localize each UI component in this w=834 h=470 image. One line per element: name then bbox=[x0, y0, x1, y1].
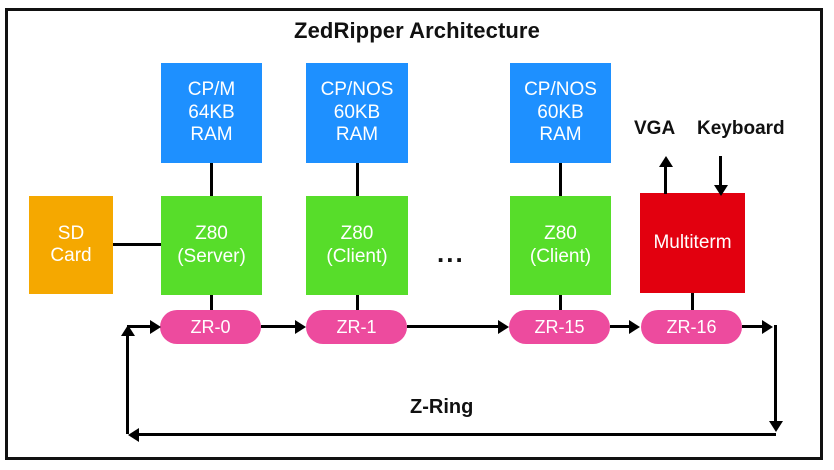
ring-arrow-zr16-out-shaft bbox=[742, 325, 765, 328]
ring-node-zr-0-label: ZR-0 bbox=[190, 316, 231, 337]
memory-node-2: CP/NOS 60KB RAM bbox=[510, 63, 611, 163]
ring-arrow-in-zr0-shaft bbox=[127, 325, 152, 328]
connector-cpu-ring-2 bbox=[559, 295, 562, 316]
multiterm-label: Multiterm bbox=[653, 231, 732, 253]
diagram-title: ZedRipper Architecture bbox=[294, 18, 540, 43]
cpu-node-2-role: (Client) bbox=[529, 245, 592, 267]
cpu-node-2: Z80 (Client) bbox=[510, 196, 611, 295]
memory-node-2-size: 60KB bbox=[537, 101, 584, 123]
ring-return-left-head-icon bbox=[121, 325, 135, 336]
vga-arrow-shaft bbox=[664, 164, 667, 194]
memory-node-0-os: CP/M bbox=[187, 79, 236, 101]
ring-return-right-shaft bbox=[774, 325, 777, 427]
ring-arrow-zr0-zr1-shaft bbox=[261, 325, 295, 328]
ring-return-bottom-shaft bbox=[137, 433, 776, 436]
memory-node-0: CP/M 64KB RAM bbox=[161, 63, 262, 163]
ring-arrow-zr1-zr15-shaft bbox=[407, 325, 498, 328]
ring-node-zr-15-label: ZR-15 bbox=[534, 316, 585, 337]
sd-card-line-2: Card bbox=[50, 245, 92, 266]
connector-cpu-ring-0 bbox=[210, 295, 213, 316]
ring-node-zr-16: ZR-16 bbox=[641, 310, 742, 344]
ring-return-bottom-head-icon bbox=[128, 428, 139, 442]
memory-node-0-size: 64KB bbox=[188, 101, 235, 123]
ring-node-zr-16-label: ZR-16 bbox=[666, 316, 717, 337]
ring-return-left-shaft bbox=[126, 334, 129, 434]
vga-label: VGA bbox=[634, 118, 676, 139]
ring-arrow-zr0-zr1-head-icon bbox=[295, 320, 306, 334]
memory-node-2-os: CP/NOS bbox=[524, 79, 597, 101]
ring-arrow-in-zr0-head-icon bbox=[150, 320, 161, 334]
ring-arrow-zr1-zr15-head-icon bbox=[498, 320, 509, 334]
cpu-node-1: Z80 (Client) bbox=[306, 196, 408, 295]
keyboard-arrow-shaft bbox=[719, 156, 722, 186]
ring-node-zr-0: ZR-0 bbox=[160, 310, 261, 344]
keyboard-arrow-head-icon bbox=[714, 185, 728, 196]
ring-node-zr-1: ZR-1 bbox=[306, 310, 407, 344]
connector-memory-cpu-2 bbox=[559, 163, 562, 196]
memory-node-1-kind: RAM bbox=[335, 124, 379, 146]
cpu-nodes-ellipsis: ... bbox=[437, 238, 465, 268]
keyboard-label: Keyboard bbox=[697, 118, 785, 139]
ring-arrow-zr15-zr16-shaft bbox=[610, 325, 630, 328]
cpu-node-0: Z80 (Server) bbox=[161, 196, 262, 295]
vga-arrow-head-icon bbox=[659, 156, 673, 167]
diagram-frame bbox=[5, 8, 823, 460]
ring-return-right-head-icon bbox=[769, 421, 783, 432]
connector-cpu-ring-1 bbox=[356, 295, 359, 316]
cpu-node-1-cpu: Z80 bbox=[340, 223, 374, 245]
cpu-node-2-cpu: Z80 bbox=[544, 223, 577, 245]
ring-arrow-zr15-zr16-head-icon bbox=[629, 320, 640, 334]
memory-node-2-kind: RAM bbox=[539, 124, 582, 146]
ring-node-zr-1-label: ZR-1 bbox=[336, 316, 377, 337]
cpu-node-1-role: (Client) bbox=[326, 245, 388, 267]
cpu-node-0-cpu: Z80 bbox=[195, 223, 228, 245]
memory-node-1: CP/NOS 60KB RAM bbox=[306, 63, 408, 163]
connector-memory-cpu-0 bbox=[210, 163, 213, 196]
sd-card-line-1: SD bbox=[57, 222, 85, 244]
ring-node-zr-15: ZR-15 bbox=[509, 310, 610, 344]
connector-memory-cpu-1 bbox=[356, 163, 359, 196]
connector-sdcard-cpu bbox=[113, 243, 161, 246]
memory-node-1-size: 60KB bbox=[333, 101, 381, 123]
memory-node-1-os: CP/NOS bbox=[320, 79, 394, 101]
memory-node-0-kind: RAM bbox=[190, 124, 233, 146]
connector-multiterm-ring bbox=[691, 293, 694, 316]
cpu-node-0-role: (Server) bbox=[177, 245, 246, 267]
z-ring-label: Z-Ring bbox=[410, 396, 474, 418]
sd-card-node: SD Card bbox=[29, 196, 113, 294]
multiterm-node: Multiterm bbox=[640, 193, 745, 293]
ring-arrow-zr16-out-head-icon bbox=[762, 320, 773, 334]
